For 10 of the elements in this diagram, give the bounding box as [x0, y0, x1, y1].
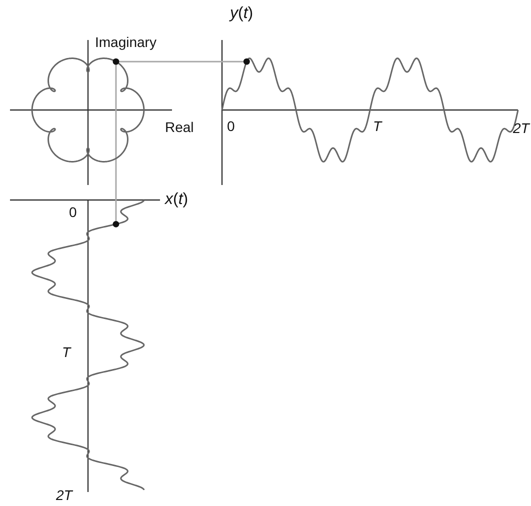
tick-label: 0	[69, 205, 77, 219]
tick-label: 0	[227, 119, 235, 133]
axis-label: x(t)	[165, 192, 188, 208]
axis-label: Imaginary	[95, 35, 156, 49]
tick-label: 2T	[513, 121, 530, 135]
tick-label: 2T	[56, 488, 72, 502]
axis-label: Real	[165, 120, 194, 134]
tick-label: T	[373, 119, 382, 133]
axis-label: y(t)	[230, 6, 254, 22]
tick-label: T	[62, 345, 71, 359]
